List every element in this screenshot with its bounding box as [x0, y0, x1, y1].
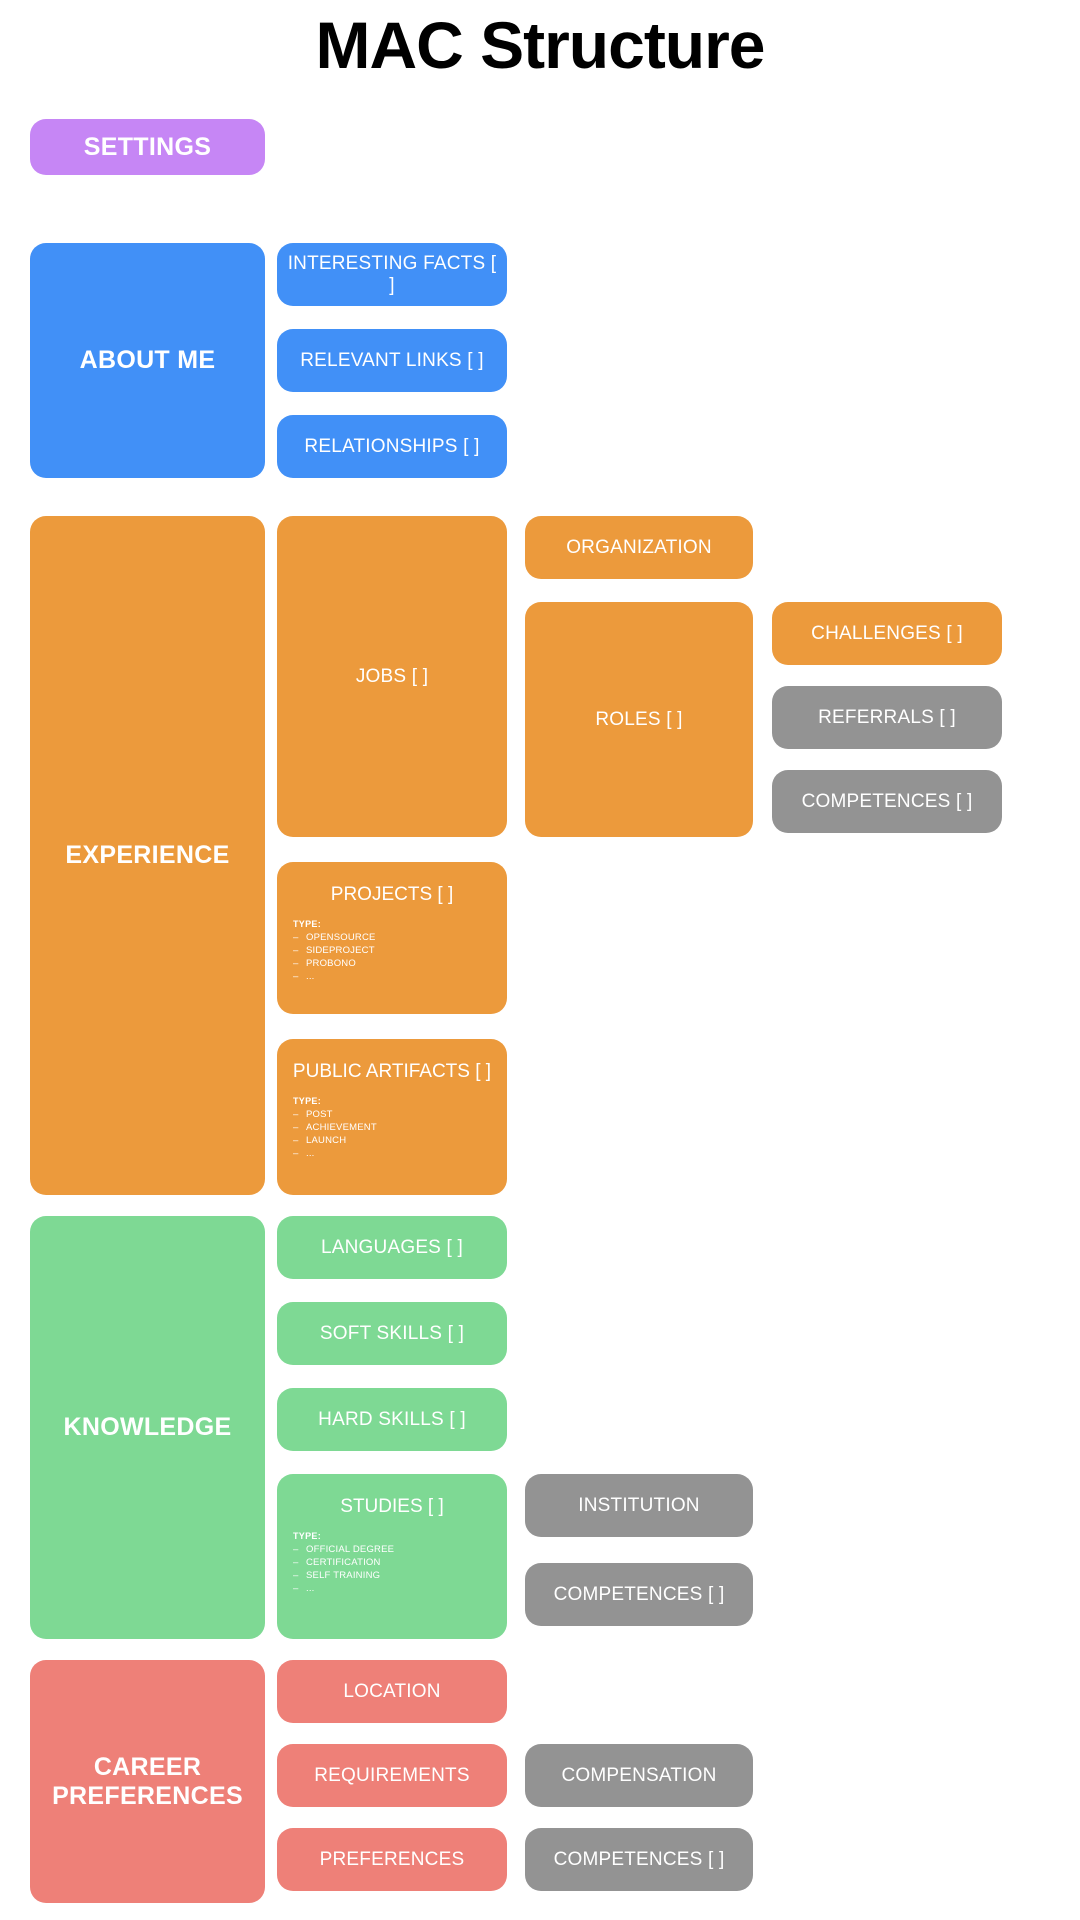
- node-organization[interactable]: ORGANIZATION: [525, 516, 753, 579]
- node-jobs[interactable]: JOBS [ ]: [277, 516, 507, 837]
- career-preferences-line2: PREFERENCES: [52, 1781, 243, 1810]
- node-interesting-facts-label: INTERESTING FACTS [ ]: [287, 252, 497, 296]
- node-career-preferences[interactable]: CAREER PREFERENCES: [30, 1660, 265, 1903]
- node-knowledge-competences-label: COMPETENCES [ ]: [553, 1583, 725, 1605]
- node-roles[interactable]: ROLES [ ]: [525, 602, 753, 837]
- node-knowledge[interactable]: KNOWLEDGE: [30, 1216, 265, 1639]
- public-artifacts-type-block: TYPE: –POST –ACHIEVEMENT –LAUNCH –...: [277, 1095, 507, 1160]
- node-preferences[interactable]: PREFERENCES: [277, 1828, 507, 1891]
- node-hard-skills[interactable]: HARD SKILLS [ ]: [277, 1388, 507, 1451]
- projects-type-block: TYPE: –OPENSOURCE –SIDEPROJECT –PROBONO …: [277, 918, 507, 983]
- node-experience-competences[interactable]: COMPETENCES [ ]: [772, 770, 1002, 833]
- node-interesting-facts[interactable]: INTERESTING FACTS [ ]: [277, 243, 507, 306]
- studies-type-heading: TYPE:: [293, 1530, 322, 1541]
- projects-type-item-label: PROBONO: [306, 957, 356, 969]
- node-languages-label: LANGUAGES [ ]: [321, 1236, 463, 1258]
- node-settings[interactable]: SETTINGS: [30, 119, 265, 175]
- studies-type-item-label: CERTIFICATION: [306, 1556, 381, 1568]
- studies-type-item: –OFFICIAL DEGREE: [293, 1543, 395, 1555]
- node-experience[interactable]: EXPERIENCE: [30, 516, 265, 1195]
- node-institution[interactable]: INSTITUTION: [525, 1474, 753, 1537]
- node-relevant-links[interactable]: RELEVANT LINKS [ ]: [277, 329, 507, 392]
- studies-type-list: –OFFICIAL DEGREE –CERTIFICATION –SELF TR…: [293, 1543, 507, 1595]
- studies-type-item: –SELF TRAINING: [293, 1569, 381, 1581]
- node-about-me[interactable]: ABOUT ME: [30, 243, 265, 478]
- node-soft-skills-label: SOFT SKILLS [ ]: [319, 1322, 465, 1344]
- node-public-artifacts-label: PUBLIC ARTIFACTS [ ]: [292, 1061, 492, 1082]
- node-location[interactable]: LOCATION: [277, 1660, 507, 1723]
- node-studies-label: STUDIES [ ]: [340, 1496, 444, 1517]
- projects-type-item-label: ...: [306, 970, 315, 982]
- page-title: MAC Structure: [315, 8, 765, 82]
- projects-type-item: –...: [293, 970, 315, 982]
- studies-type-item-label: SELF TRAINING: [306, 1569, 381, 1581]
- node-hard-skills-label: HARD SKILLS [ ]: [318, 1408, 466, 1430]
- node-settings-label: SETTINGS: [83, 132, 212, 161]
- node-experience-competences-label: COMPETENCES [ ]: [801, 790, 973, 812]
- career-preferences-line1: CAREER: [93, 1752, 202, 1781]
- node-referrals-label: REFERRALS [ ]: [818, 706, 956, 728]
- projects-type-item: –SIDEPROJECT: [293, 944, 375, 956]
- node-career-competences-label: COMPETENCES [ ]: [553, 1848, 725, 1870]
- node-public-artifacts[interactable]: PUBLIC ARTIFACTS [ ] TYPE: –POST –ACHIEV…: [277, 1039, 507, 1195]
- node-challenges-label: CHALLENGES [ ]: [811, 622, 963, 644]
- node-studies[interactable]: STUDIES [ ] TYPE: –OFFICIAL DEGREE –CERT…: [277, 1474, 507, 1639]
- node-relationships-label: RELATIONSHIPS [ ]: [304, 435, 480, 457]
- node-requirements[interactable]: REQUIREMENTS: [277, 1744, 507, 1807]
- public-artifacts-type-item: –ACHIEVEMENT: [293, 1121, 377, 1133]
- node-compensation-label: COMPENSATION: [561, 1764, 717, 1786]
- node-knowledge-competences[interactable]: COMPETENCES [ ]: [525, 1563, 753, 1626]
- node-roles-label: ROLES [ ]: [595, 708, 683, 730]
- node-career-competences[interactable]: COMPETENCES [ ]: [525, 1828, 753, 1891]
- node-languages[interactable]: LANGUAGES [ ]: [277, 1216, 507, 1279]
- public-artifacts-type-item-label: ...: [306, 1147, 315, 1159]
- studies-type-block: TYPE: –OFFICIAL DEGREE –CERTIFICATION –S…: [277, 1530, 507, 1595]
- node-challenges[interactable]: CHALLENGES [ ]: [772, 602, 1002, 665]
- node-relationships[interactable]: RELATIONSHIPS [ ]: [277, 415, 507, 478]
- node-projects[interactable]: PROJECTS [ ] TYPE: –OPENSOURCE –SIDEPROJ…: [277, 862, 507, 1014]
- node-compensation[interactable]: COMPENSATION: [525, 1744, 753, 1807]
- node-knowledge-label: KNOWLEDGE: [63, 1413, 232, 1442]
- node-career-preferences-label: CAREER PREFERENCES: [40, 1753, 255, 1811]
- public-artifacts-type-item-label: ACHIEVEMENT: [306, 1121, 377, 1133]
- projects-type-item-label: OPENSOURCE: [306, 931, 376, 943]
- projects-type-item-label: SIDEPROJECT: [306, 944, 375, 956]
- node-soft-skills[interactable]: SOFT SKILLS [ ]: [277, 1302, 507, 1365]
- public-artifacts-type-item: –...: [293, 1147, 315, 1159]
- studies-type-item-label: ...: [306, 1582, 315, 1594]
- node-experience-label: EXPERIENCE: [65, 841, 230, 870]
- public-artifacts-type-item: –LAUNCH: [293, 1134, 347, 1146]
- node-requirements-label: REQUIREMENTS: [314, 1764, 470, 1786]
- projects-type-heading: TYPE:: [293, 918, 322, 929]
- public-artifacts-type-heading: TYPE:: [293, 1095, 322, 1106]
- public-artifacts-type-list: –POST –ACHIEVEMENT –LAUNCH –...: [293, 1108, 507, 1160]
- public-artifacts-type-item-label: POST: [306, 1108, 333, 1120]
- node-preferences-label: PREFERENCES: [319, 1848, 465, 1870]
- node-institution-label: INSTITUTION: [578, 1494, 700, 1516]
- public-artifacts-type-item-label: LAUNCH: [306, 1134, 347, 1146]
- projects-type-item: –OPENSOURCE: [293, 931, 376, 943]
- node-location-label: LOCATION: [343, 1680, 441, 1702]
- studies-type-item-label: OFFICIAL DEGREE: [306, 1543, 395, 1555]
- node-referrals[interactable]: REFERRALS [ ]: [772, 686, 1002, 749]
- projects-type-item: –PROBONO: [293, 957, 356, 969]
- public-artifacts-type-item: –POST: [293, 1108, 333, 1120]
- node-jobs-label: JOBS [ ]: [355, 665, 429, 687]
- projects-type-list: –OPENSOURCE –SIDEPROJECT –PROBONO –...: [293, 931, 507, 983]
- node-relevant-links-label: RELEVANT LINKS [ ]: [300, 349, 484, 371]
- studies-type-item: –...: [293, 1582, 315, 1594]
- node-about-me-label: ABOUT ME: [79, 346, 216, 375]
- node-organization-label: ORGANIZATION: [566, 536, 712, 558]
- node-projects-label: PROJECTS [ ]: [330, 884, 454, 905]
- studies-type-item: –CERTIFICATION: [293, 1556, 381, 1568]
